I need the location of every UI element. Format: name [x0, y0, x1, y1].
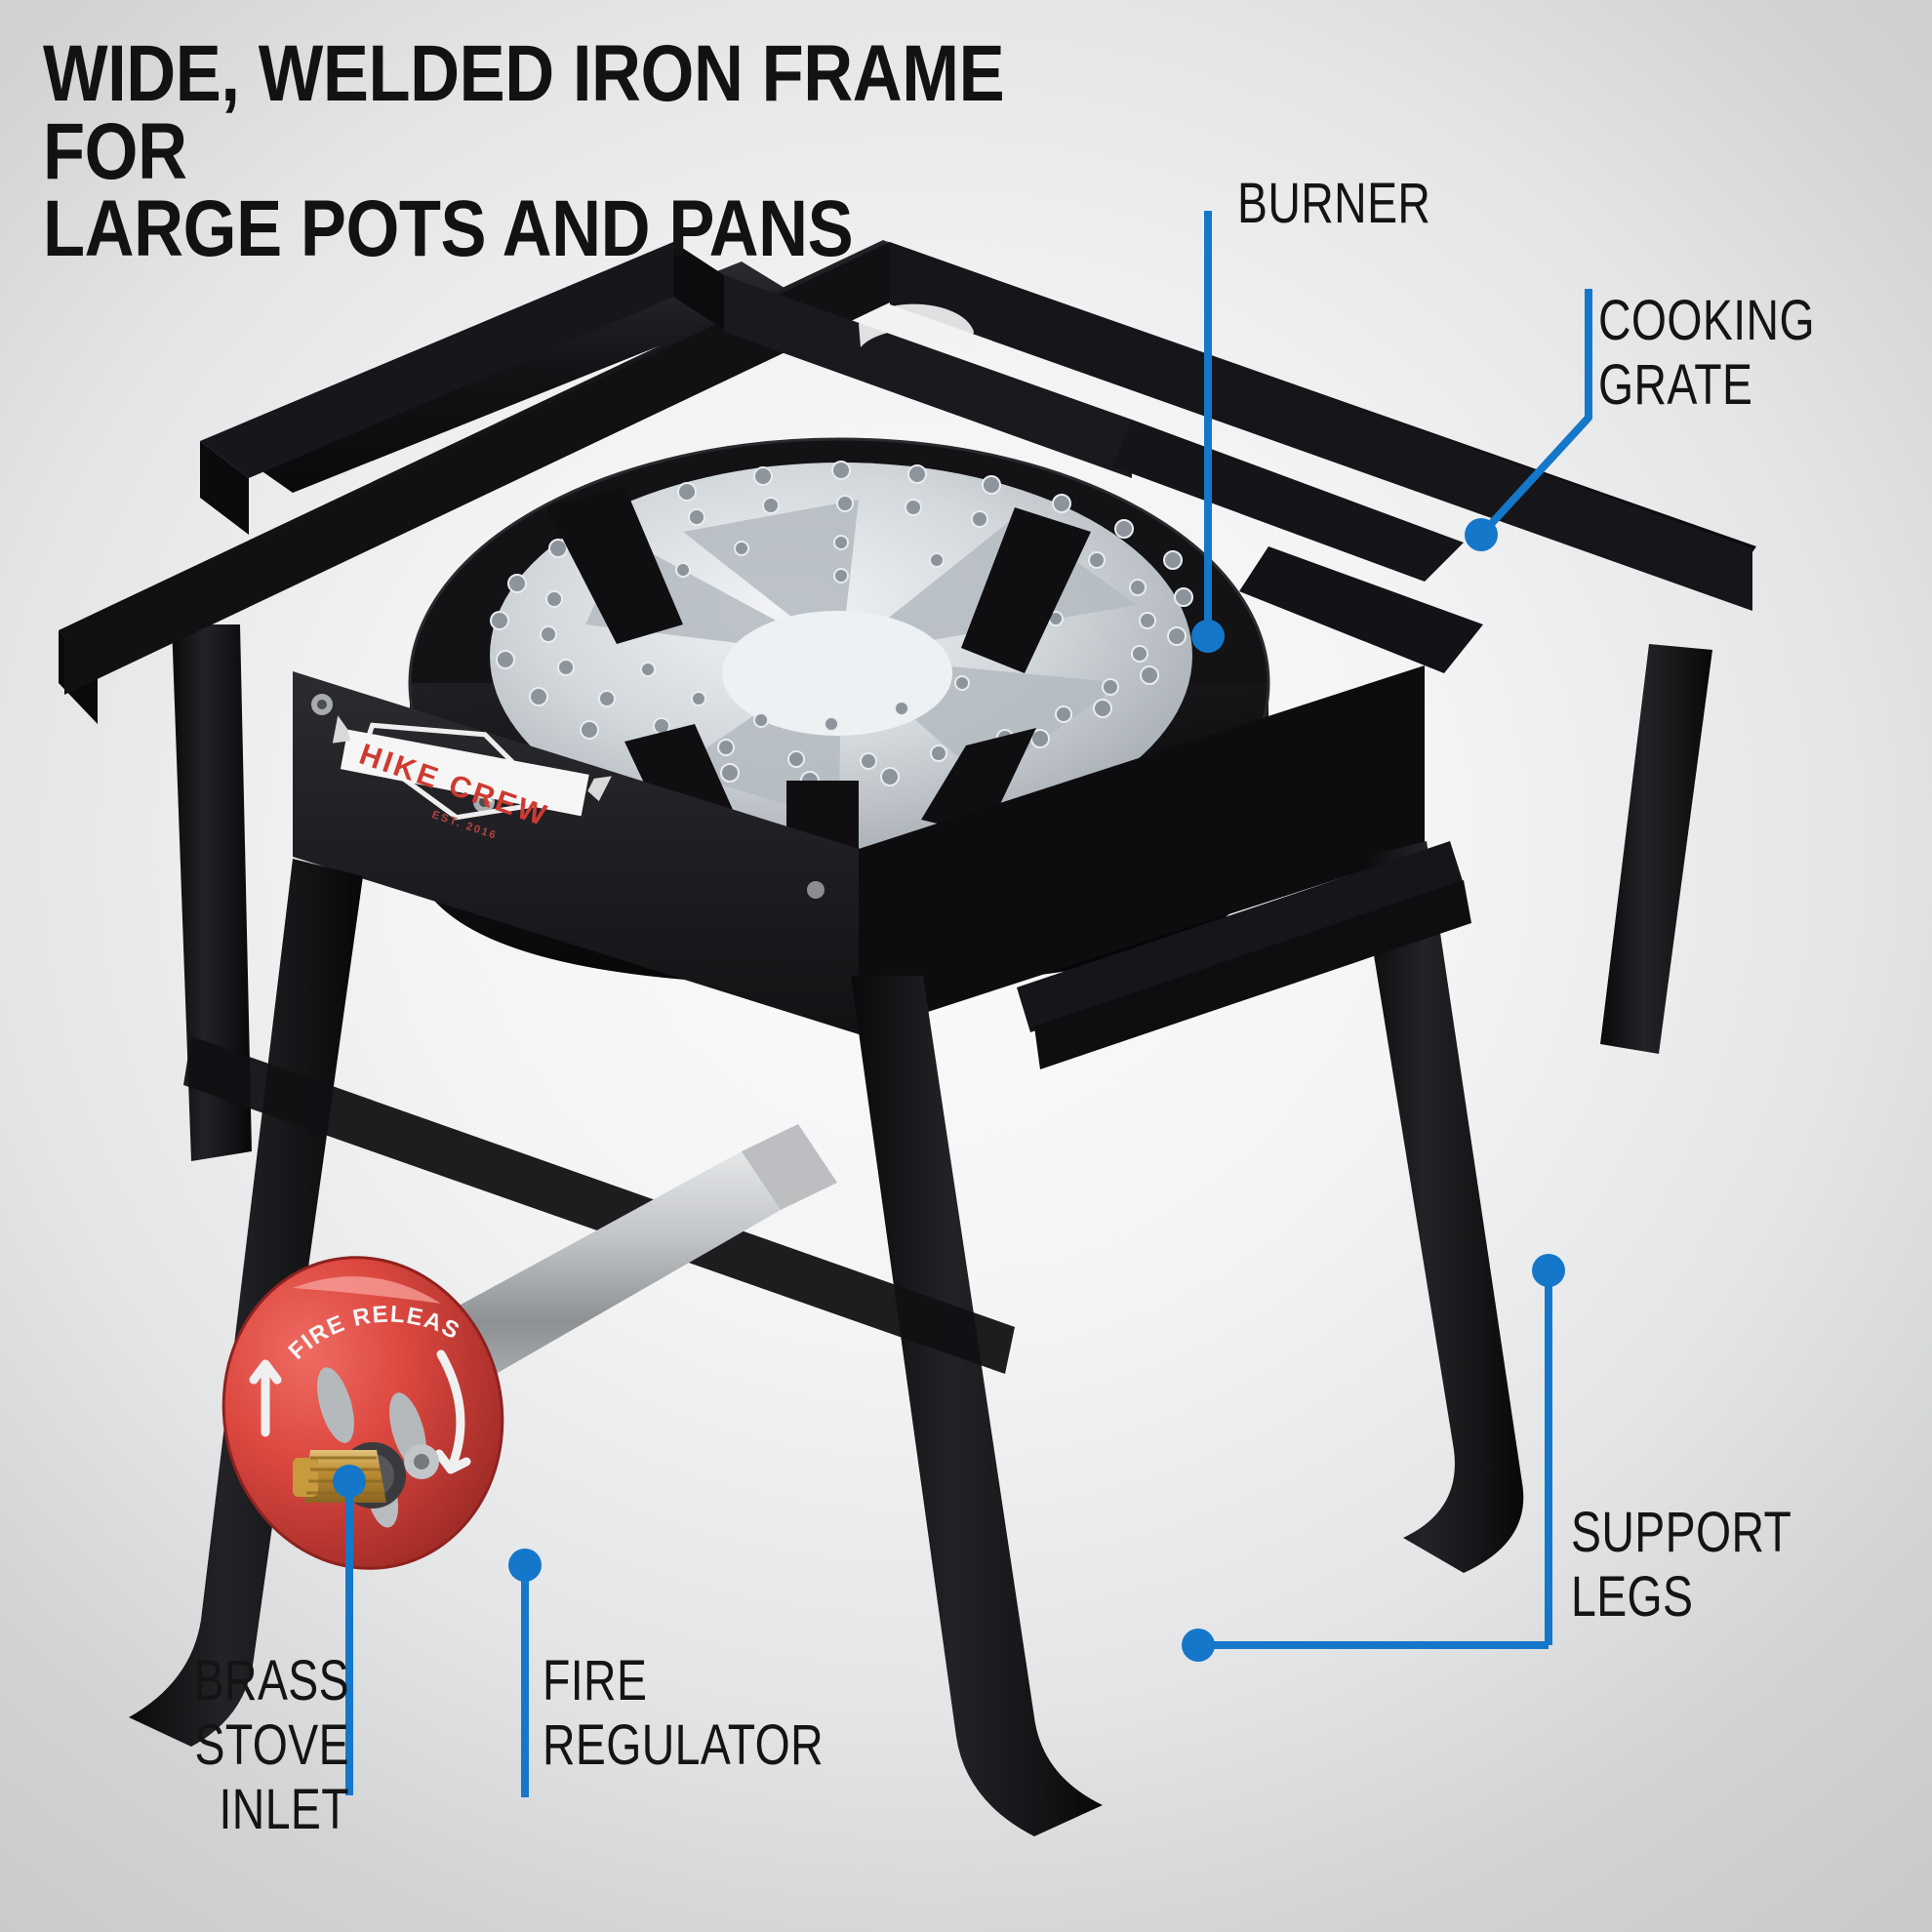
callout-label-cooking-grate: COOKING GRATE: [1598, 289, 1815, 418]
leg-cross-brace: [183, 841, 1471, 1374]
brass-stove-inlet-fitting: [293, 1450, 386, 1503]
support-leg-rear-left: [172, 624, 252, 1161]
support-leg-front-center: [851, 976, 1103, 1836]
support-leg-rear-right: [1600, 644, 1712, 1054]
callout-label-fire-regulator: FIRE REGULATOR: [543, 1649, 825, 1778]
callout-label-burner: BURNER: [1237, 172, 1431, 235]
support-leg-front-right: [1358, 841, 1524, 1573]
callout-label-support-legs: SUPPORT LEGS: [1571, 1501, 1792, 1630]
callout-label-brass-stove-inlet: BRASS STOVE INLET: [193, 1649, 349, 1842]
page-title: WIDE, WELDED IRON FRAME FOR LARGE POTS A…: [43, 29, 1005, 274]
